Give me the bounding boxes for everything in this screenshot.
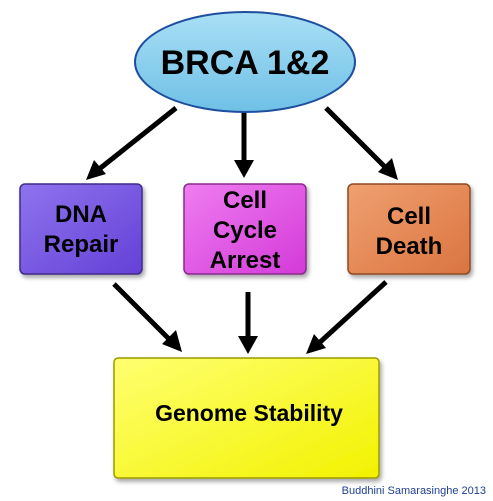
node-cell-death-shape bbox=[347, 183, 471, 275]
node-dna-repair: DNA Repair bbox=[19, 183, 143, 275]
node-cell-cycle-arrest: Cell Cycle Arrest bbox=[183, 183, 307, 275]
arrowhead-root-to-cell-cycle-arrest bbox=[234, 160, 254, 178]
node-cell-cycle-arrest-label-line-3: Arrest bbox=[210, 247, 281, 274]
arrows-functions-to-outcome bbox=[112, 280, 388, 354]
node-brca-shape bbox=[134, 11, 356, 113]
credit-text: Buddhini Samarasinghe 2013 bbox=[342, 485, 486, 497]
node-cell-death-label-line-1: Cell bbox=[387, 203, 431, 230]
node-cell-cycle-arrest-label-line-2: Cycle bbox=[213, 217, 277, 244]
node-genome-stability-shape bbox=[113, 357, 380, 479]
arrows-root-to-functions bbox=[86, 106, 398, 180]
arrow-root-to-cell-death bbox=[324, 106, 388, 170]
arrow-cell-death-to-genome-stability bbox=[316, 280, 388, 346]
arrowhead-dna-repair-to-genome-stability bbox=[162, 330, 182, 352]
node-cell-cycle-arrest-label-line-1: Cell bbox=[223, 187, 267, 214]
node-cell-death-label-line-2: Death bbox=[376, 233, 443, 260]
node-brca: BRCA 1&2 bbox=[134, 11, 356, 113]
node-cell-death: Cell Death bbox=[347, 183, 471, 275]
node-dna-repair-label-line-2: Repair bbox=[44, 231, 119, 258]
arrow-dna-repair-to-genome-stability bbox=[112, 282, 172, 342]
arrowhead-root-to-dna-repair bbox=[86, 160, 106, 180]
arrowhead-cell-death-to-genome-stability bbox=[306, 334, 326, 354]
node-brca-label: BRCA 1&2 bbox=[161, 44, 330, 82]
arrowhead-root-to-cell-death bbox=[378, 158, 398, 180]
arrow-root-to-dna-repair bbox=[96, 106, 178, 172]
node-cell-cycle-arrest-shape bbox=[183, 183, 307, 275]
node-dna-repair-label-line-1: DNA bbox=[55, 201, 107, 228]
arrowhead-cell-cycle-arrest-to-genome-stability bbox=[238, 336, 258, 354]
node-dna-repair-shape bbox=[19, 183, 143, 275]
node-genome-stability-label: Genome Stability bbox=[155, 400, 343, 426]
node-genome-stability: Genome Stability bbox=[113, 357, 380, 479]
